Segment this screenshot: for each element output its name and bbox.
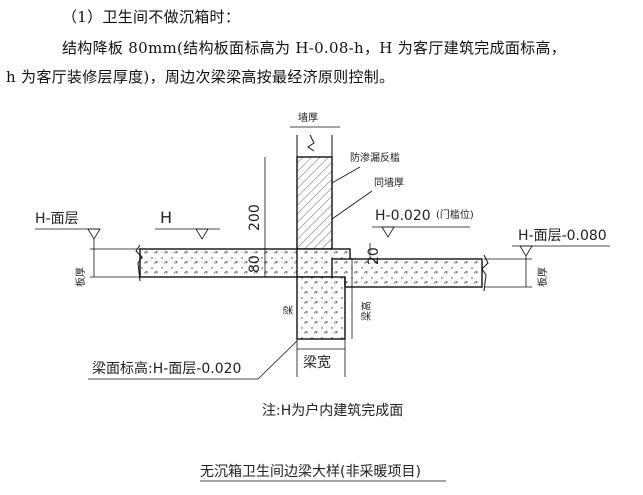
left-slab (139, 248, 351, 278)
right-slab-thickness: 板厚 (536, 267, 549, 287)
drawing-note: 注:H为户内建筑完成面 (262, 402, 403, 419)
drawing-caption: 无沉箱卫生间边梁大样(非采暖项目) (200, 464, 421, 480)
wall-element (296, 134, 333, 250)
right-level-label: H-面层-0.080 (518, 228, 607, 244)
dim-200: 200 (247, 204, 263, 231)
beam-label: 梁 (282, 305, 295, 315)
beam-detail-drawing: 墙厚 防渗漏反槛 同墙厚 H-面层 板厚 H 200 80 H-0.020 (门… (35, 111, 610, 482)
dim-20: 20 (366, 247, 382, 265)
left-level-label: H-面层 (35, 211, 79, 227)
beam-element (296, 276, 346, 340)
beam-height-label: 梁高 (360, 301, 373, 321)
right-slab (331, 258, 483, 288)
door-level-note: (门槛位) (436, 208, 474, 221)
anti-seepage-label: 防渗漏反槛 (350, 151, 400, 164)
wall-thickness-label: 墙厚 (298, 111, 318, 124)
same-wall-label: 同墙厚 (374, 176, 404, 189)
paragraph-line-1: 结构降板 80mm(结构板面标高为 H-0.08-h，H 为客厅建筑完成面标高， (62, 39, 567, 57)
dim-80: 80 (247, 255, 263, 273)
paragraph-line-2: h 为客厅装修层厚度)，周边次梁梁高按最经济原则控制。 (6, 68, 395, 86)
door-level-label: H-0.020 (375, 208, 431, 224)
section-heading: （1）卫生间不做沉箱时： (62, 8, 241, 26)
beam-level-label: 梁面标高:H-面层-0.020 (92, 360, 241, 377)
left-slab-thickness: 板厚 (74, 267, 87, 287)
beam-width-label: 梁宽 (303, 354, 331, 371)
h-mark: H (160, 208, 172, 227)
